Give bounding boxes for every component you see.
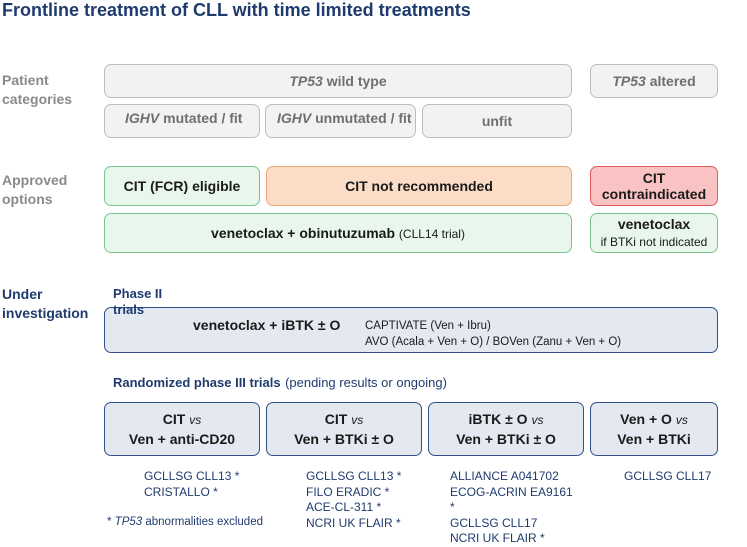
trial-name: NCRI UK FLAIR * xyxy=(450,531,545,545)
trial-name: GCLLSG CLL17 xyxy=(624,469,712,483)
tp53-wild-type-label: wild type xyxy=(322,73,387,89)
ighv-gene-label: IGHV xyxy=(125,110,160,126)
trial-list-4: GCLLSG CLL17 xyxy=(624,469,711,485)
venetoclax-label: venetoclax xyxy=(617,216,691,232)
cit-fcr-eligible-box: CIT (FCR) eligible xyxy=(104,166,260,206)
comparison-left: CIT xyxy=(324,410,348,427)
trial-name: * xyxy=(450,500,455,514)
trial-name: FILO ERADIC * xyxy=(306,484,390,499)
phase2-trial: CAPTIVATE (Ven + Ibru) xyxy=(365,320,491,332)
row-label-approved-options: Approved options xyxy=(2,172,68,207)
cit-not-recommended-box: CIT not recommended xyxy=(266,166,572,206)
phase2-trial: AVO (Acala + Ven + O) / BOVen (Zanu + Ve… xyxy=(365,336,622,348)
phase2-trial-list: CAPTIVATE (Ven + Ibru) AVO (Acala + Ven … xyxy=(365,318,621,350)
footnote-star: * xyxy=(107,516,115,528)
row-label-patient-categories: Patient categories xyxy=(2,72,73,107)
vs-label: vs xyxy=(351,412,364,427)
tp53-gene-label: TP53 xyxy=(289,73,323,89)
ighv-gene-label: IGHV xyxy=(277,110,312,126)
comparison-box-4: Ven + O vs Ven + BTKi xyxy=(590,402,718,456)
phase2-regimen: venetoclax + iBTK ± O xyxy=(193,317,341,333)
trial-name: ECOG-ACRIN EA9161 xyxy=(450,484,573,499)
phase2-heading: Phase II trials xyxy=(113,286,163,317)
ighv-mutated-fit-box: IGHV mutated / fit xyxy=(104,104,260,138)
comparison-left: CIT xyxy=(162,410,186,427)
ighv-unmutated-label: unmutated / fit xyxy=(311,110,412,126)
tp53-altered-label: altered xyxy=(645,73,696,89)
venetoclax-obinutuzumab-box: venetoclax + obinutuzumab (CLL14 trial) xyxy=(104,213,572,253)
ighv-mutated-label: mutated / fit xyxy=(159,110,243,126)
row-label-under-investigation: Under investigation xyxy=(2,286,89,321)
trial-name: GCLLSG CLL13 * xyxy=(306,469,402,483)
ven-obi-label: venetoclax + obinutuzumab xyxy=(211,225,396,241)
trial-name: CRISTALLO * xyxy=(144,484,218,499)
tp53-altered-box: TP53 altered xyxy=(590,64,718,98)
comparison-left: Ven + O xyxy=(620,410,672,427)
venetoclax-box: venetoclax if BTKi not indicated xyxy=(590,213,718,253)
trial-name: ACE-CL-311 * xyxy=(306,500,382,514)
cit-contraindicated-box: CIT contraindicated xyxy=(590,166,718,206)
trial-list-1: GCLLSG CLL13 * CRISTALLO * xyxy=(144,469,239,500)
phase3-heading: Randomized phase III trials (pending res… xyxy=(113,374,447,392)
comparison-right: Ven + BTKi xyxy=(617,430,691,447)
trial-list-2: GCLLSG CLL13 * FILO ERADIC * ACE-CL-311 … xyxy=(306,469,401,531)
comparison-box-2: CIT vs Ven + BTKi ± O xyxy=(266,402,422,456)
comparison-box-3: iBTK ± O vs Ven + BTKi ± O xyxy=(428,402,584,456)
trial-name: ALLIANCE A041702 xyxy=(450,469,559,483)
vs-label: vs xyxy=(531,412,544,427)
ighv-unmutated-fit-box: IGHV unmutated / fit xyxy=(265,104,416,138)
tp53-wild-type-box: TP53 wild type xyxy=(104,64,572,98)
comparison-right: Ven + anti-CD20 xyxy=(128,430,236,447)
tp53-gene-label: TP53 xyxy=(612,73,646,89)
comparison-box-1: CIT vs Ven + anti-CD20 xyxy=(104,402,260,456)
unfit-box: unfit xyxy=(422,104,572,138)
venetoclax-note: if BTKi not indicated xyxy=(600,235,708,249)
phase2-box xyxy=(104,307,718,353)
vs-label: vs xyxy=(675,412,688,427)
comparison-left: iBTK ± O xyxy=(468,410,528,427)
page-title: Frontline treatment of CLL with time lim… xyxy=(2,0,471,20)
footnote-gene: TP53 xyxy=(114,516,143,528)
phase3-heading-label: Randomized phase III trials xyxy=(113,375,281,390)
comparison-right: Ven + BTKi ± O xyxy=(456,430,556,447)
vs-label: vs xyxy=(189,412,202,427)
footnote: * TP53 abnormalities excluded xyxy=(107,515,263,531)
trial-list-3: ALLIANCE A041702 ECOG-ACRIN EA9161 * GCL… xyxy=(450,469,573,547)
trial-name: GCLLSG CLL13 * xyxy=(144,469,240,483)
ven-obi-trial-label: (CLL14 trial) xyxy=(398,227,465,241)
trial-name: NCRI UK FLAIR * xyxy=(306,515,401,530)
trial-name: GCLLSG CLL17 xyxy=(450,515,538,530)
comparison-right: Ven + BTKi ± O xyxy=(294,430,394,447)
footnote-text: abnormalities excluded xyxy=(142,516,263,528)
phase3-heading-note: (pending results or ongoing) xyxy=(285,375,447,390)
